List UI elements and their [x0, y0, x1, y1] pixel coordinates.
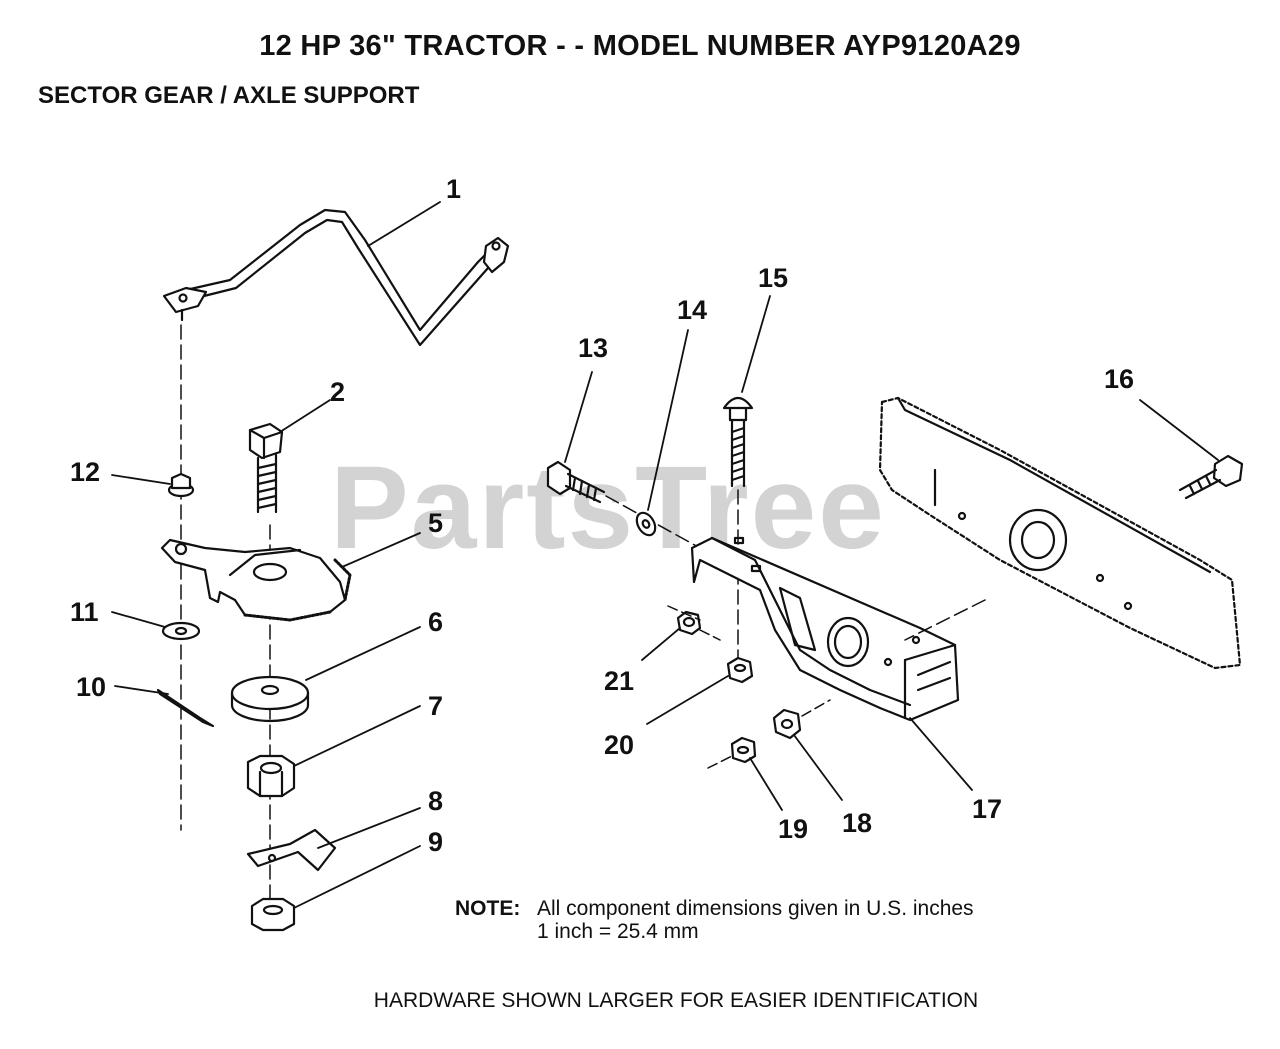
part-7-hex-nut — [246, 754, 296, 798]
part-9-hex-nut — [250, 897, 296, 932]
hardware-footer-note: HARDWARE SHOWN LARGER FOR EASIER IDENTIF… — [373, 989, 979, 1012]
part-20-nut — [726, 656, 754, 684]
callout-2: 2 — [330, 377, 345, 407]
part-2-bolt — [248, 422, 284, 514]
note-line-2: 1 inch = 25.4 mm — [537, 920, 699, 943]
callout-numbers: 1 2 5 6 7 8 9 10 11 12 13 14 15 16 17 18… — [70, 174, 1134, 857]
callout-6: 6 — [428, 607, 443, 637]
callout-10: 10 — [76, 672, 106, 702]
part-15-carriage-bolt — [722, 396, 754, 488]
callout-20: 20 — [604, 730, 634, 760]
part-11-washer — [161, 621, 201, 641]
callout-5: 5 — [428, 508, 443, 538]
part-10-cotter-pin — [156, 688, 215, 728]
part-13-bolt — [546, 460, 606, 504]
part-1-drag-link — [162, 208, 510, 347]
callout-9: 9 — [428, 827, 443, 857]
callout-7: 7 — [428, 691, 443, 721]
part-8-clip — [246, 828, 337, 872]
callout-18: 18 — [842, 808, 872, 838]
callout-15: 15 — [758, 263, 788, 293]
note-line-1: All component dimensions given in U.S. i… — [537, 897, 974, 920]
leader-lines — [111, 201, 1219, 909]
callout-21: 21 — [604, 666, 634, 696]
part-14-washer — [635, 511, 657, 537]
callout-8: 8 — [428, 786, 443, 816]
callout-14: 14 — [677, 295, 707, 325]
callout-16: 16 — [1104, 364, 1134, 394]
part-18-nut — [772, 708, 802, 740]
callout-1: 1 — [446, 174, 461, 204]
part-5-sector-gear — [160, 538, 352, 622]
part-12-flange-nut — [167, 472, 195, 498]
page-title: 12 HP 36" TRACTOR - - MODEL NUMBER AYP91… — [259, 30, 1021, 62]
note-label: NOTE: — [455, 897, 521, 920]
callout-12: 12 — [70, 457, 100, 487]
watermark: PartsTree — [330, 442, 886, 574]
part-19-nut — [730, 736, 757, 764]
callout-11: 11 — [70, 597, 99, 627]
callout-13: 13 — [578, 333, 608, 363]
section-subtitle: SECTOR GEAR / AXLE SUPPORT — [38, 82, 420, 109]
part-16-bolt — [1178, 454, 1244, 500]
part-6-spacer — [230, 675, 310, 723]
dimension-note: NOTE: All component dimensions given in U… — [455, 897, 974, 943]
part-21-nut — [676, 610, 702, 636]
callout-17: 17 — [972, 794, 1002, 824]
part-17-axle-support — [690, 536, 960, 722]
callout-19: 19 — [778, 814, 808, 844]
part-16-front-axle — [878, 396, 1242, 670]
